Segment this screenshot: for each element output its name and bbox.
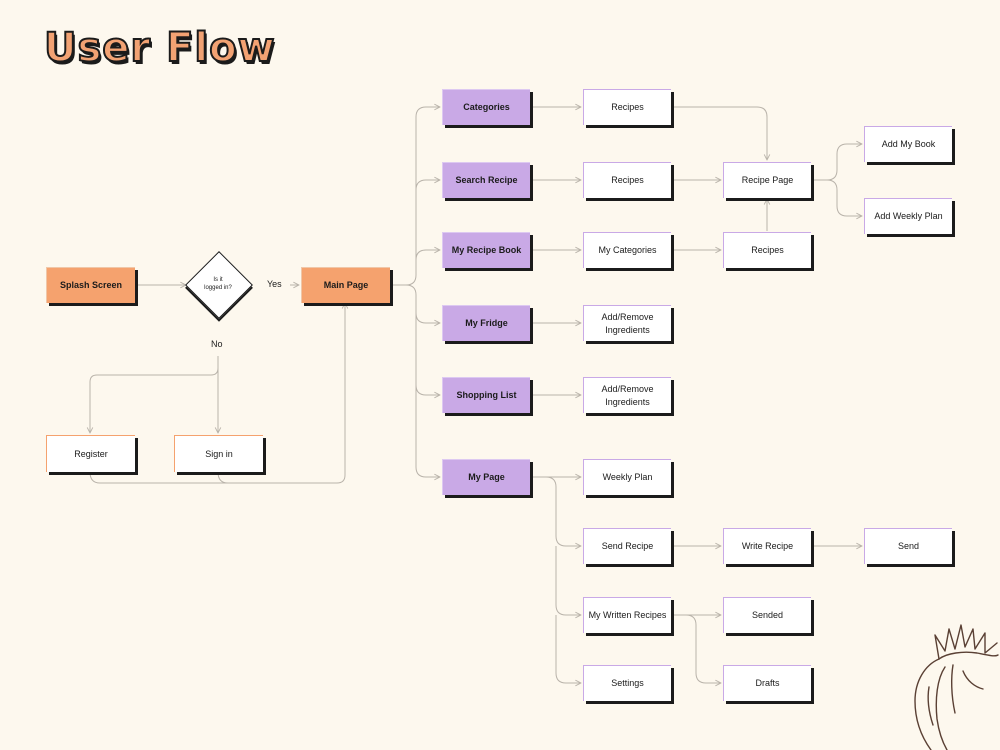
fridge-add-remove-label: Add/Remove Ingredients (601, 312, 654, 335)
edge-trunk-book (415, 250, 440, 261)
edge-label-no: No (211, 339, 223, 349)
edge-decision-register (90, 356, 219, 433)
node-settings: Settings (583, 665, 671, 701)
node-recipes-book: Recipes (723, 232, 811, 268)
onion-illustration (914, 624, 999, 750)
node-add-my-book: Add My Book (864, 126, 952, 162)
node-send: Send (864, 528, 952, 564)
edge-main-trunk-up (405, 107, 440, 286)
node-main-page: Main Page (301, 267, 390, 303)
edge-main-trunk (390, 284, 440, 477)
shopping-add-remove-label: Add/Remove Ingredients (601, 384, 654, 407)
node-drafts: Drafts (723, 665, 811, 701)
node-weekly-plan: Weekly Plan (583, 459, 671, 495)
edge-written-drafts (685, 614, 721, 683)
edge-signin-merge (217, 471, 229, 484)
node-recipes-search: Recipes (583, 162, 671, 198)
node-write-recipe: Write Recipe (723, 528, 811, 564)
edge-recipes1-recipepage (671, 106, 767, 160)
edge-register-main (89, 303, 345, 484)
edge-trunk-shopping (415, 384, 440, 395)
edge-branch-written (555, 546, 581, 615)
node-add-weekly-plan: Add Weekly Plan (864, 198, 952, 234)
node-my-written-recipes: My Written Recipes (583, 597, 671, 633)
node-shopping-add-remove: Add/Remove Ingredients (583, 377, 671, 413)
edge-trunk-search (415, 180, 440, 191)
node-my-categories: My Categories (583, 232, 671, 268)
decision-text: Is it logged in? (204, 276, 232, 291)
node-sign-in: Sign in (174, 435, 263, 472)
node-my-page: My Page (442, 459, 530, 495)
edge-branch-settings (555, 615, 581, 683)
node-search-recipe: Search Recipe (442, 162, 530, 198)
node-recipe-page: Recipe Page (723, 162, 811, 198)
node-splash-screen: Splash Screen (46, 267, 135, 303)
edge-trunk-fridge (415, 312, 440, 323)
node-sended: Sended (723, 597, 811, 633)
node-shopping-list: Shopping List (442, 377, 530, 413)
edge-mypage-branch (530, 476, 581, 546)
node-categories: Categories (442, 89, 530, 125)
node-recipes-categories: Recipes (583, 89, 671, 125)
edge-recipepage-addbook (811, 144, 862, 181)
node-my-fridge: My Fridge (442, 305, 530, 341)
node-send-recipe: Send Recipe (583, 528, 671, 564)
node-my-recipe-book: My Recipe Book (442, 232, 530, 268)
decision-label: Is it logged in? (188, 268, 248, 300)
edge-label-yes: Yes (267, 279, 282, 289)
node-fridge-add-remove: Add/Remove Ingredients (583, 305, 671, 341)
edge-recipepage-addweekly (826, 179, 862, 216)
page-title: User Flow (43, 25, 276, 71)
node-register: Register (46, 435, 135, 472)
